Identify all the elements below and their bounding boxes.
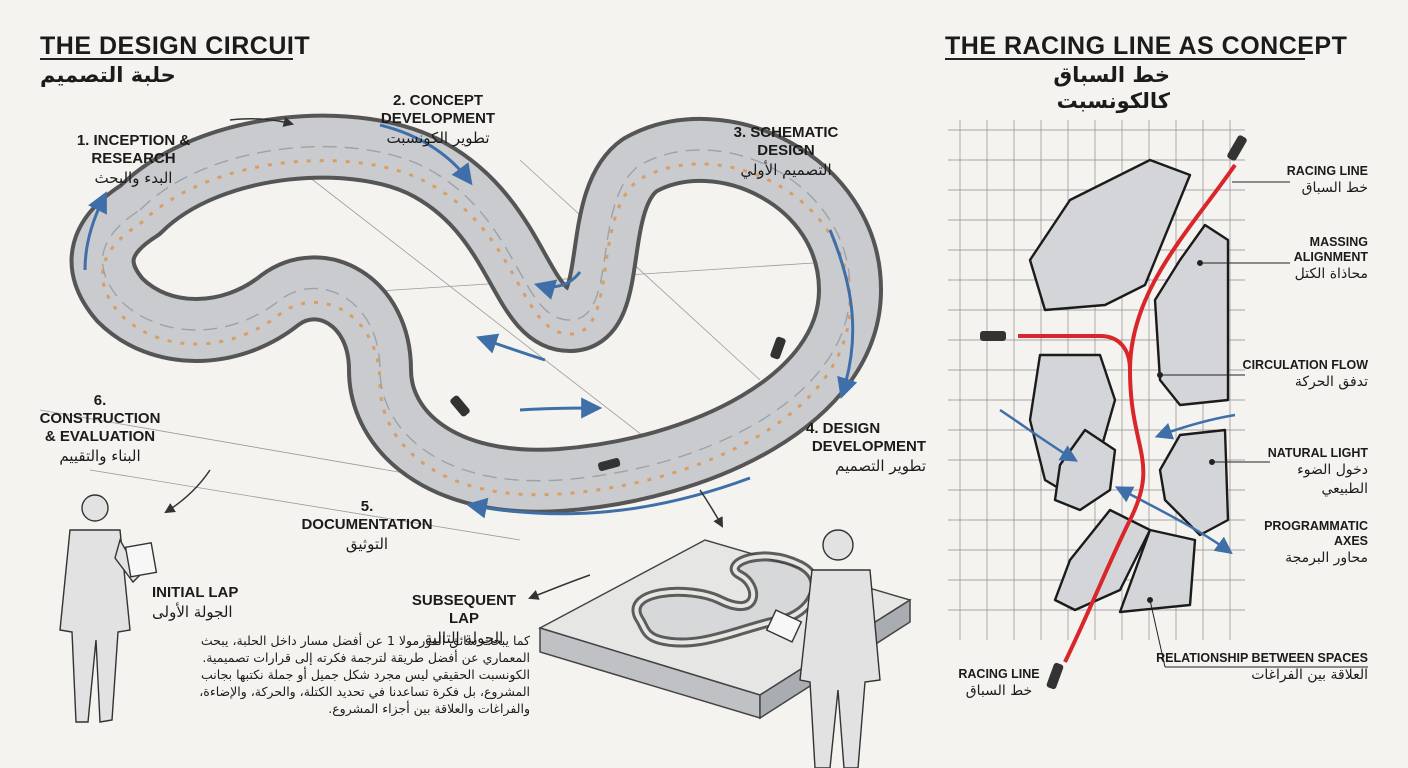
architect-figure-right — [765, 529, 881, 768]
massing-alignment-label: MASSING ALIGNMENT محاذاة الكتل — [1293, 235, 1368, 282]
concept-paragraph: كما يبحث سائق الفورمولا 1 عن أفضل مسار د… — [199, 633, 530, 716]
stage-1-label: 1. INCEPTION & RESEARCH البدء والبحث — [76, 132, 191, 187]
race-car-icon — [980, 135, 1247, 690]
subsequent-lap-label: SUBSEQUENT LAP الجولة التالية — [411, 592, 517, 647]
stage-2-label: 2. CONCEPT DEVELOPMENT تطوير الكونسبت — [380, 92, 496, 147]
right-title-ar: خط السباق كالكونسبت — [1053, 63, 1170, 113]
stage-6-label: 6. CONSTRUCTION & EVALUATION البناء والت… — [39, 392, 161, 465]
leader-lines — [1147, 181, 1368, 668]
race-car-icon — [450, 336, 786, 472]
stage-4-label: 4. DESIGN DEVELOPMENT تطوير التصميم — [806, 420, 926, 475]
circulation-flow-label: CIRCULATION FLOW تدفق الحركة — [1242, 358, 1368, 390]
race-track — [69, 113, 883, 514]
light-arrows — [999, 408, 1236, 555]
bottom-racing-line-label: RACING LINE خط السباق — [958, 667, 1040, 699]
natural-light-label: NATURAL LIGHT دخول الضوء الطبيعي — [1267, 446, 1368, 497]
left-title-underline — [40, 58, 293, 60]
programmatic-axes-label: PROGRAMMATIC AXES محاور البرمجة — [1264, 519, 1368, 566]
right-title: THE RACING LINE AS CONCEPT — [945, 32, 1348, 60]
right-title-underline — [945, 58, 1305, 60]
racing-line — [1018, 163, 1237, 663]
relationship-spaces-label: RELATIONSHIP BETWEEN SPACES العلاقة بين … — [1156, 651, 1368, 683]
architect-figure-left — [59, 494, 158, 723]
racing-line-label: RACING LINE خط السباق — [1286, 164, 1368, 196]
stage-5-label: 5. DOCUMENTATION التوثيق — [301, 498, 433, 553]
process-arrows — [83, 123, 858, 519]
initial-lap-label: INITIAL LAP الجولة الأولى — [152, 584, 239, 621]
left-title: THE DESIGN CIRCUIT — [40, 32, 311, 60]
stage-3-label: 3. SCHEMATIC DESIGN التصميم الأولي — [733, 124, 839, 179]
flow-arrows — [164, 116, 724, 600]
left-title-ar: حلبة التصميم — [40, 63, 176, 87]
